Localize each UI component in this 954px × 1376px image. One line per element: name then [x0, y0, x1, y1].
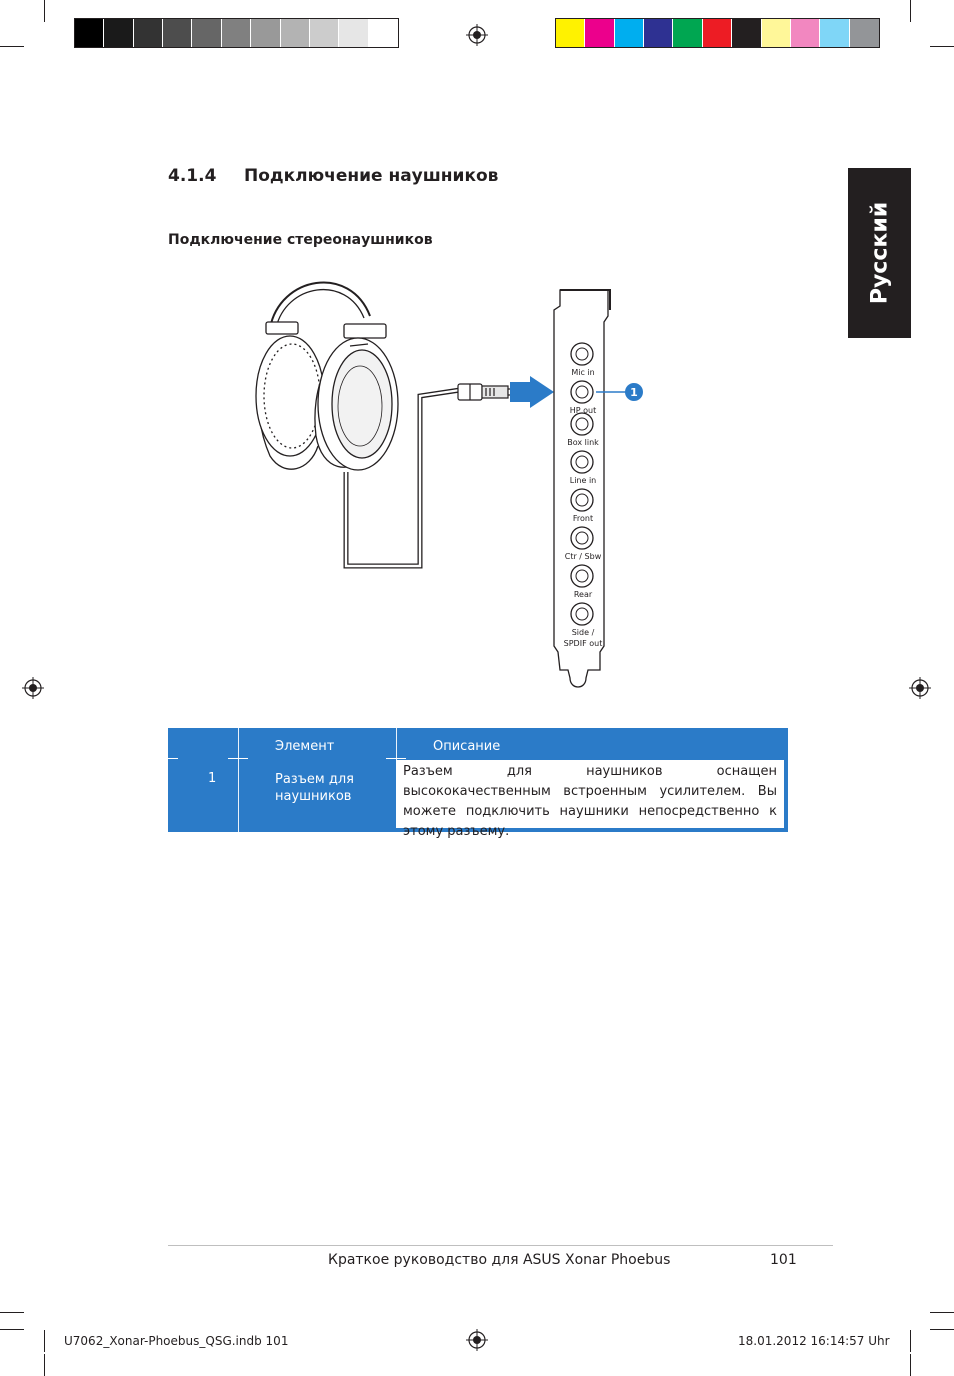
section-title: Подключение наушников — [244, 166, 499, 186]
port-label: Front — [573, 514, 593, 523]
color-swatch — [192, 19, 222, 47]
color-swatch — [820, 19, 850, 47]
description-table: Элемент Описание 1 Разъем для наушников … — [168, 728, 788, 839]
port-label: Side / — [572, 628, 595, 637]
callout-badge — [625, 383, 643, 401]
table-row-item: Разъем для наушников — [275, 772, 354, 804]
color-swatch — [702, 19, 733, 47]
slug-date: 18.01.2012 16:14:57 Uhr — [738, 1334, 890, 1348]
language-tab: Русский — [848, 168, 911, 338]
port-jack-inner — [575, 417, 589, 431]
color-swatch — [309, 19, 340, 47]
color-swatch — [761, 19, 791, 47]
port-jack-inner — [575, 607, 589, 621]
registration-mark-top — [466, 24, 488, 46]
language-tab-label: Русский — [867, 201, 892, 305]
table-header-description: Описание — [433, 739, 501, 754]
color-swatch — [251, 19, 281, 47]
registration-mark-bottom — [466, 1329, 488, 1351]
color-swatch — [75, 19, 105, 47]
port-label: SPDIF out — [564, 639, 603, 648]
color-swatch — [280, 19, 310, 47]
color-swatch — [163, 19, 193, 47]
port-jack-inner — [575, 455, 589, 469]
port-label: Mic in — [571, 368, 594, 377]
color-swatch — [221, 19, 252, 47]
color-swatch — [790, 19, 821, 47]
port-jack-inner — [575, 493, 589, 507]
color-swatch — [849, 19, 879, 47]
port-jack-inner — [575, 385, 589, 399]
color-swatch — [339, 19, 369, 47]
color-swatch — [133, 19, 164, 47]
port-jack-inner — [575, 569, 589, 583]
section-number: 4.1.4 — [168, 166, 217, 186]
page-number: 101 — [770, 1252, 797, 1268]
footer-title: Краткое руководство для ASUS Xonar Phoeb… — [328, 1252, 671, 1268]
color-swatch — [673, 19, 703, 47]
color-swatch — [614, 19, 645, 47]
port-label: Ctr / Sbw — [565, 552, 602, 561]
color-swatch — [585, 19, 615, 47]
port-jack-inner — [575, 347, 589, 361]
section-heading: 4.1.4 Подключение наушников — [168, 166, 498, 186]
port-label: Line in — [570, 476, 597, 485]
insertion-arrow — [510, 376, 554, 408]
color-swatch — [732, 19, 762, 47]
slug-file: U7062_Xonar-Phoebus_QSG.indb 101 — [64, 1334, 289, 1348]
color-swatch — [644, 19, 674, 47]
table-row-number: 1 — [208, 771, 217, 786]
callout-number: 1 — [630, 386, 638, 399]
port-label: HP out — [570, 406, 596, 415]
port-label: Rear — [574, 590, 593, 599]
color-swatch — [104, 19, 134, 47]
footer-divider — [168, 1245, 833, 1246]
table-row-description: Разъем для наушников оснащен высококачес… — [396, 760, 784, 839]
table-header-item: Элемент — [275, 739, 335, 754]
color-swatch — [556, 19, 586, 47]
port-jack-inner — [575, 531, 589, 545]
headphones-illustration — [255, 281, 399, 471]
color-swatch — [368, 19, 398, 47]
registration-mark-left — [22, 677, 44, 699]
registration-mark-right — [909, 677, 931, 699]
gray-swatch-bar — [74, 18, 399, 48]
subsection-heading: Подключение стереонаушников — [168, 232, 433, 248]
color-swatch-bar — [555, 18, 880, 48]
port-label: Box link — [567, 438, 599, 447]
